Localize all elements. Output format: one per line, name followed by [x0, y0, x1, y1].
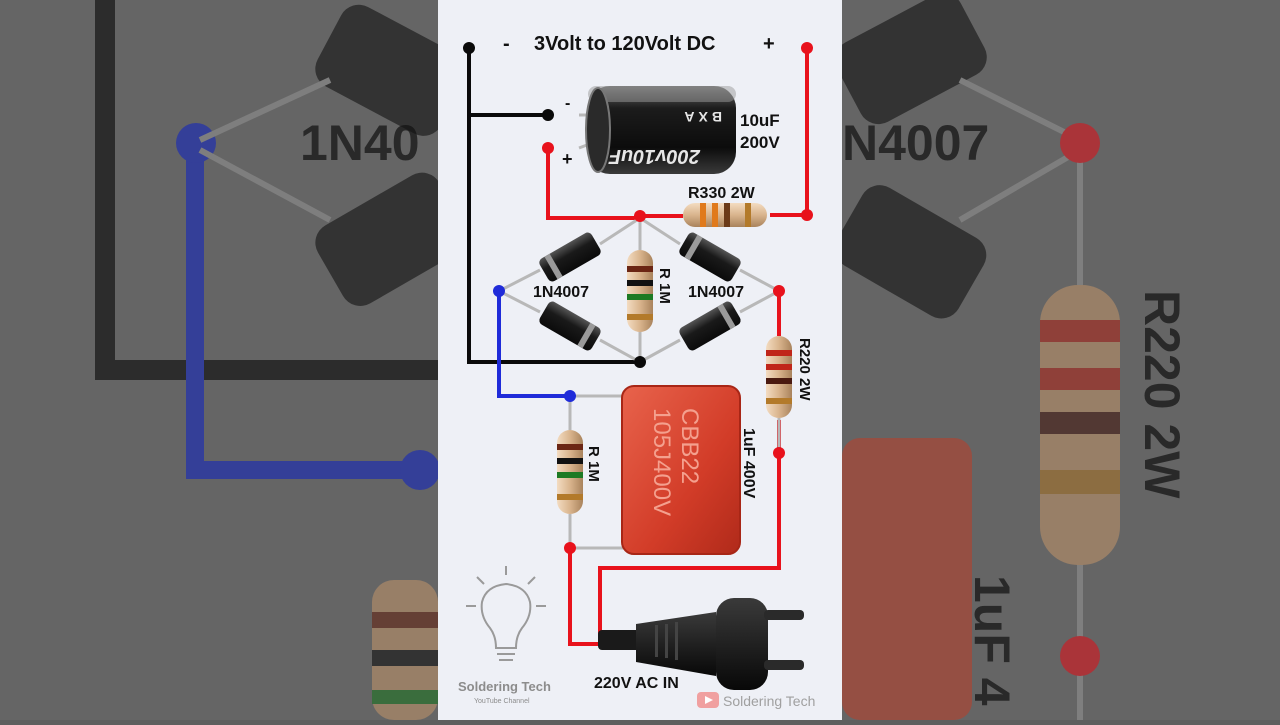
ac-wire-blue	[497, 291, 570, 398]
film-cap-print-line1: CBB22	[676, 408, 703, 484]
capacitor-pos-mark: +	[562, 149, 573, 169]
background-right-label: N4007	[842, 115, 989, 171]
diode-right-label: 1N4007	[688, 284, 744, 301]
capacitor-neg-mark: -	[565, 95, 570, 112]
title-plus: +	[763, 33, 775, 55]
title-text: 3Volt to 120Volt DC	[534, 33, 716, 55]
logo-text: Soldering Tech	[458, 679, 551, 694]
capacitor-body-print: 200v10uF	[608, 145, 701, 167]
resistor-r220	[766, 336, 792, 418]
capacitor-brand-print: BXA	[680, 109, 722, 125]
background-left-label: 1N40	[300, 115, 420, 171]
diode-upper-left	[539, 232, 601, 282]
r330-label: R330 2W	[688, 185, 756, 202]
component-leads	[498, 113, 781, 550]
lightbulb-logo-icon	[466, 566, 546, 661]
youtube-icon	[697, 692, 719, 708]
title-minus: -	[503, 33, 510, 55]
r1m-input-label: R 1M	[585, 446, 602, 482]
electrolytic-capacitor: 200v10uF BXA	[585, 86, 736, 174]
film-cap-value-label: 1uF 400V	[740, 428, 757, 499]
ac-plug	[598, 598, 804, 690]
film-cap-print-line2: 105J400V	[648, 408, 675, 516]
r1m-bridge-label: R 1M	[656, 268, 673, 304]
film-capacitor: CBB22 105J400V	[621, 385, 741, 555]
channel-watermark: Soldering Tech	[723, 693, 815, 709]
capacitor-voltage-label: 200V	[740, 133, 780, 152]
negative-wire	[467, 48, 640, 364]
background-right	[834, 0, 1280, 720]
background-right-vertical-2: 1uF 4	[964, 575, 1020, 706]
r220-label: R220 2W	[796, 338, 813, 401]
resistor-r330	[683, 203, 767, 227]
background-left	[0, 0, 468, 720]
diode-left-label: 1N4007	[533, 284, 589, 301]
diode-lower-right	[679, 301, 741, 351]
capacitor-value-label: 10uF	[740, 111, 780, 130]
junction-dots	[463, 42, 813, 554]
ac-in-label: 220V AC IN	[594, 675, 679, 692]
title: - 3Volt to 120Volt DC +	[503, 33, 775, 55]
logo-subtext: YouTube Channel	[474, 698, 530, 705]
resistor-r1m-bridge	[627, 250, 653, 332]
diode-upper-right	[679, 232, 741, 282]
background-right-vertical-1: R220 2W	[1134, 290, 1190, 499]
resistor-r1m-input	[557, 430, 583, 514]
diode-lower-left	[539, 301, 601, 351]
